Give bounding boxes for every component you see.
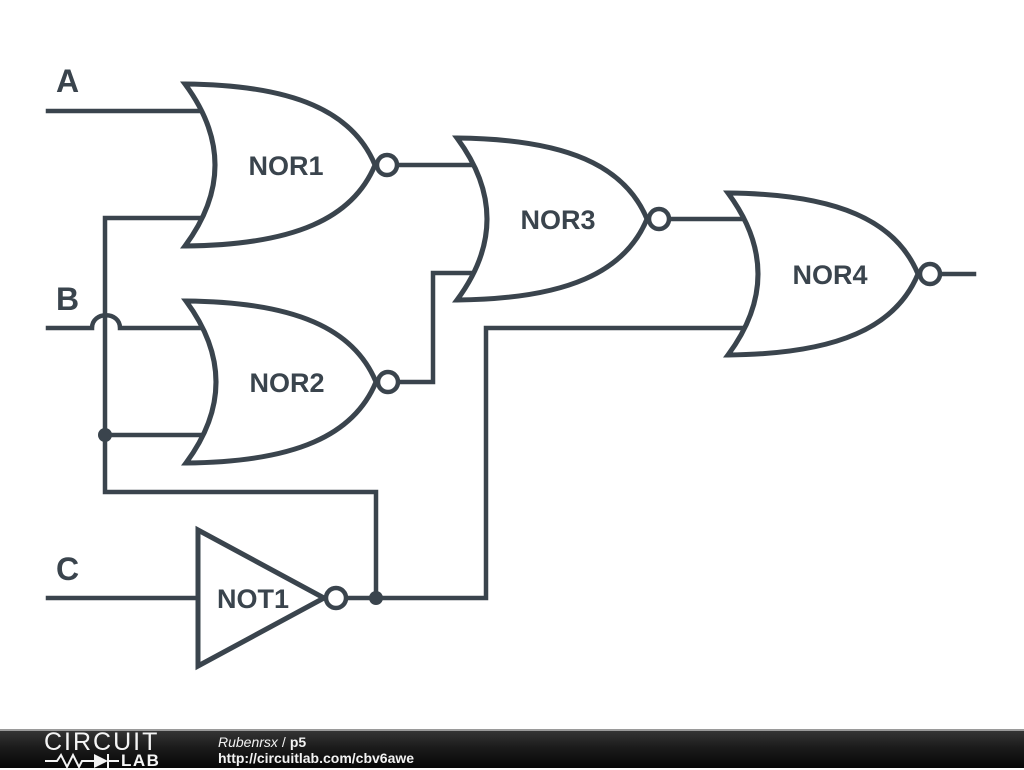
nor4-output-bubble xyxy=(917,261,943,287)
wire-input-b-with-hop xyxy=(45,313,217,331)
wire-not1-net-to-nor1-nor2 xyxy=(102,215,379,601)
input-label-b: B xyxy=(56,281,79,317)
not1-output-bubble xyxy=(323,585,349,611)
wires-layer xyxy=(45,108,977,601)
input-label-c: C xyxy=(56,551,79,587)
footer-meta: Rubenrsx/p5 http://circuitlab.com/cbv6aw… xyxy=(218,734,414,766)
circuitlab-logo: CIRCUIT LAB xyxy=(44,727,206,770)
gate-label-nor4: NOR4 xyxy=(792,260,867,290)
gate-label-nor1: NOR1 xyxy=(248,151,323,181)
circuit-url: http://circuitlab.com/cbv6awe xyxy=(218,749,415,766)
inversion-bubbles-layer xyxy=(323,152,943,611)
nor1-gate-body xyxy=(180,81,378,249)
not1-gate-body xyxy=(195,525,330,671)
input-label-a: A xyxy=(56,63,79,99)
author-name: Rubenrsx xyxy=(218,733,278,750)
footer-bar: CIRCUIT LAB Rubenrsx/p5 http://circuitla… xyxy=(0,727,1024,770)
nor3-gate-body xyxy=(452,135,650,303)
nor1-output-bubble xyxy=(374,152,400,178)
nor2-output-bubble xyxy=(375,369,401,395)
gates-layer xyxy=(180,81,921,671)
logo-text-lab: LAB xyxy=(121,751,161,770)
wire-nor2-output-to-nor3 xyxy=(383,270,491,385)
nor2-gate-body xyxy=(181,298,379,466)
separator: / xyxy=(281,733,286,750)
junction-dot-nor2-input xyxy=(98,428,112,442)
gate-label-nor2: NOR2 xyxy=(249,368,324,398)
labels-layer: A B C NOR1 NOR2 NOR3 NOR4 NOT1 xyxy=(56,63,868,614)
logo-text-circuit: CIRCUIT xyxy=(44,727,160,756)
gate-label-nor3: NOR3 xyxy=(520,205,595,235)
footer-title-line: Rubenrsx/p5 xyxy=(218,734,414,750)
project-name: p5 xyxy=(289,733,307,750)
junction-dot-not1-output xyxy=(369,591,383,605)
gate-label-not1: NOT1 xyxy=(217,584,289,614)
nor4-gate-body xyxy=(723,190,921,358)
nor3-output-bubble xyxy=(646,206,672,232)
resistor-diode-icon xyxy=(45,752,119,769)
logic-circuit-svg: A B C NOR1 NOR2 NOR3 NOR4 NOT1 xyxy=(45,63,977,671)
logo-row2: LAB xyxy=(44,752,206,770)
schematic-canvas: A B C NOR1 NOR2 NOR3 NOR4 NOT1 xyxy=(45,63,977,671)
junction-dots-layer xyxy=(98,428,383,605)
wire-not1-output-to-nor4 xyxy=(331,325,765,601)
